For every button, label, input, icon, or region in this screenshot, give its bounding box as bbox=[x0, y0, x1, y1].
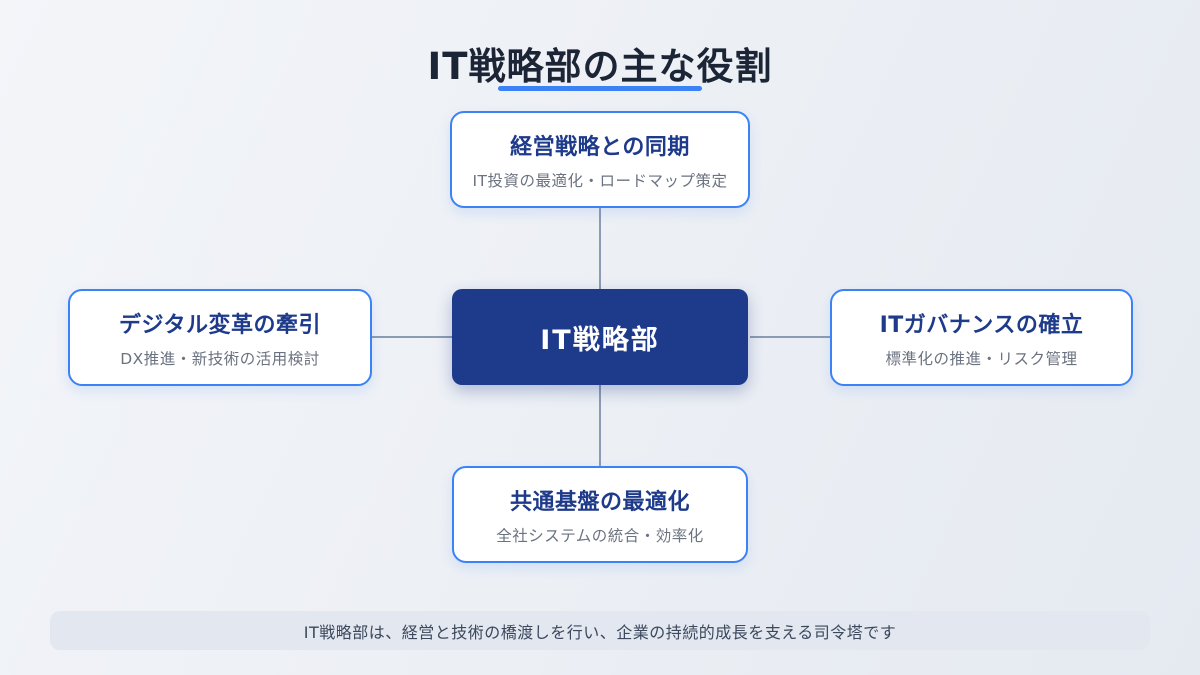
node-title: 経営戦略との同期 bbox=[510, 134, 690, 160]
connector-right bbox=[750, 336, 830, 338]
connector-top bbox=[599, 208, 601, 289]
node-it-governance: ITガバナンスの確立 標準化の推進・リスク管理 bbox=[830, 289, 1133, 386]
center-label: IT戦略部 bbox=[540, 324, 660, 356]
node-business-strategy-sync: 経営戦略との同期 IT投資の最適化・ロードマップ策定 bbox=[450, 111, 750, 208]
node-subtitle: IT投資の最適化・ロードマップ策定 bbox=[472, 171, 728, 190]
node-digital-transformation: デジタル変革の牽引 DX推進・新技術の活用検討 bbox=[68, 289, 372, 386]
node-subtitle: DX推進・新技術の活用検討 bbox=[120, 349, 320, 368]
connector-bottom bbox=[599, 385, 601, 466]
node-title: 共通基盤の最適化 bbox=[509, 489, 690, 515]
page-title: IT戦略部の主な役割 bbox=[427, 45, 773, 88]
node-title: デジタル変革の牽引 bbox=[118, 312, 322, 338]
node-subtitle: 全社システムの統合・効率化 bbox=[496, 526, 704, 545]
footer-bar: IT戦略部は、経営と技術の橋渡しを行い、企業の持続的成長を支える司令塔です bbox=[50, 611, 1150, 650]
footer-text: IT戦略部は、経営と技術の橋渡しを行い、企業の持続的成長を支える司令塔です bbox=[303, 622, 897, 642]
node-subtitle: 標準化の推進・リスク管理 bbox=[885, 349, 1078, 368]
connector-left bbox=[372, 336, 452, 338]
node-it-strategy-dept: IT戦略部 bbox=[452, 289, 748, 385]
node-common-platform: 共通基盤の最適化 全社システムの統合・効率化 bbox=[452, 466, 748, 563]
node-title: ITガバナンスの確立 bbox=[879, 312, 1084, 338]
title-underline bbox=[498, 86, 702, 91]
